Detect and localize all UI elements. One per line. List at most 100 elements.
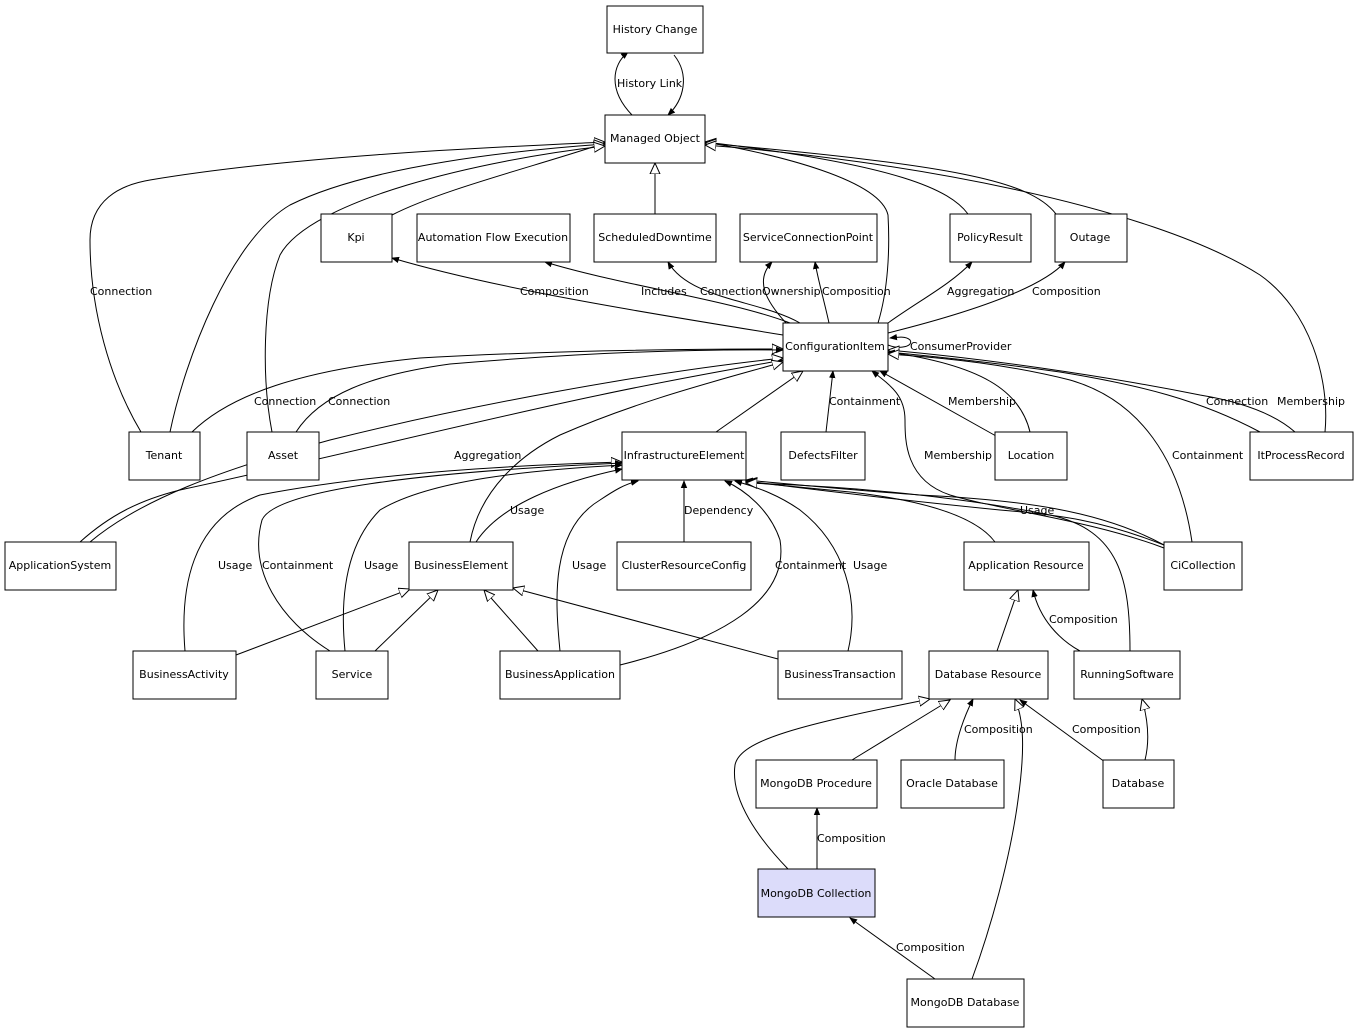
node-configuration-item[interactable]: ConfigurationItem bbox=[782, 322, 889, 372]
node-mongodb-procedure[interactable]: MongoDB Procedure bbox=[755, 759, 878, 809]
edge-tenant-managedobject-2 bbox=[169, 144, 605, 433]
edge-ci-scp-composition bbox=[812, 261, 830, 324]
edge-label: Containment bbox=[262, 559, 334, 572]
node-outage[interactable]: Outage bbox=[1054, 213, 1128, 263]
edge-bapp-be bbox=[484, 590, 539, 652]
edge-asset-ci bbox=[295, 346, 784, 433]
edge-label: Membership bbox=[924, 449, 992, 462]
node-label: Kpi bbox=[347, 231, 364, 244]
node-infrastructure-element[interactable]: InfrastructureElement bbox=[621, 431, 747, 481]
node-business-element[interactable]: BusinessElement bbox=[408, 541, 514, 591]
edge-policy-managedobject bbox=[705, 142, 969, 215]
node-asset[interactable]: Asset bbox=[246, 431, 320, 481]
node-business-transaction[interactable]: BusinessTransaction bbox=[777, 650, 903, 700]
node-label: Tenant bbox=[145, 449, 183, 462]
edge-businesselement-ci bbox=[469, 362, 783, 543]
node-cluster-resource-config[interactable]: ClusterResourceConfig bbox=[616, 541, 752, 591]
node-running-software[interactable]: RunningSoftware bbox=[1073, 650, 1181, 700]
edge-label: Connection bbox=[328, 395, 390, 408]
node-mongodb-collection[interactable]: MongoDB Collection bbox=[757, 868, 876, 918]
edge-defects-ci bbox=[825, 370, 836, 433]
edge-tenant-managedobject bbox=[89, 142, 605, 433]
edge-label: Ownership bbox=[762, 285, 821, 298]
node-tenant[interactable]: Tenant bbox=[128, 431, 201, 481]
node-kpi[interactable]: Kpi bbox=[320, 213, 393, 263]
node-label: Automation Flow Execution bbox=[418, 231, 568, 244]
edge-label: Connection bbox=[700, 285, 762, 298]
node-mongodb-database[interactable]: MongoDB Database bbox=[906, 978, 1025, 1028]
node-label: Database bbox=[1112, 777, 1165, 790]
edge-ci-afe bbox=[544, 260, 791, 324]
node-application-system[interactable]: ApplicationSystem bbox=[4, 541, 117, 591]
edge-database-running bbox=[1142, 699, 1148, 761]
node-scheduled-downtime[interactable]: ScheduledDowntime bbox=[593, 213, 717, 263]
edge-label: Composition bbox=[520, 285, 589, 298]
edge-label: Membership bbox=[948, 395, 1016, 408]
edge-itprocess-ci-2 bbox=[887, 349, 1261, 433]
node-oracle-database[interactable]: Oracle Database bbox=[900, 759, 1005, 809]
node-label: CiCollection bbox=[1170, 559, 1235, 572]
edge-label: Dependency bbox=[684, 504, 754, 517]
edge-appsystem-ci-2 bbox=[89, 358, 783, 543]
node-label: InfrastructureElement bbox=[624, 449, 745, 462]
edge-appsystem-ci bbox=[79, 358, 784, 543]
edge-outage-managedobject bbox=[705, 143, 1057, 215]
edge-service-be bbox=[374, 590, 438, 652]
edge-label: Usage bbox=[853, 559, 888, 572]
edge-mdb-collection bbox=[849, 917, 936, 980]
node-location[interactable]: Location bbox=[994, 431, 1068, 481]
edge-label: Usage bbox=[510, 504, 545, 517]
node-ci-collection[interactable]: CiCollection bbox=[1163, 541, 1243, 591]
node-label: ItProcessRecord bbox=[1257, 449, 1344, 462]
edge-running-ar bbox=[1031, 589, 1081, 652]
node-label: BusinessElement bbox=[414, 559, 509, 572]
edge-ba-ie bbox=[183, 462, 622, 652]
edge-label: Composition bbox=[817, 832, 886, 845]
node-label: MongoDB Collection bbox=[761, 887, 872, 900]
node-label: Managed Object bbox=[610, 132, 701, 145]
node-label: BusinessActivity bbox=[139, 668, 229, 681]
node-label: ClusterResourceConfig bbox=[622, 559, 747, 572]
node-managed-object[interactable]: Managed Object bbox=[604, 114, 706, 164]
node-history-change[interactable]: History Change bbox=[606, 5, 704, 54]
node-label: Outage bbox=[1070, 231, 1111, 244]
edge-label: Composition bbox=[1032, 285, 1101, 298]
edge-label: Aggregation bbox=[947, 285, 1014, 298]
edge-ci-outage bbox=[887, 261, 1066, 334]
node-policy-result[interactable]: PolicyResult bbox=[949, 213, 1032, 263]
node-business-application[interactable]: BusinessApplication bbox=[499, 650, 621, 700]
node-label: PolicyResult bbox=[957, 231, 1023, 244]
edge-label: Composition bbox=[896, 941, 965, 954]
edge-label: Composition bbox=[1072, 723, 1141, 736]
edge-service-ie-containment bbox=[258, 460, 623, 652]
edge-be-ie bbox=[475, 467, 623, 543]
node-label: ApplicationSystem bbox=[9, 559, 111, 572]
edge-itprocess-managedobject bbox=[705, 145, 1327, 433]
node-label: Location bbox=[1008, 449, 1055, 462]
edge-label: History Link bbox=[617, 77, 683, 90]
edge-service-ie-usage bbox=[342, 462, 623, 652]
edge-ci-managedobject bbox=[705, 142, 890, 324]
node-it-process-record[interactable]: ItProcessRecord bbox=[1249, 431, 1354, 481]
edge-ci-sd bbox=[667, 261, 801, 324]
node-label: ServiceConnectionPoint bbox=[743, 231, 874, 244]
edge-btrans-ie-usage bbox=[734, 479, 853, 652]
edge-asset-managedobject bbox=[264, 146, 605, 433]
node-database[interactable]: Database bbox=[1102, 759, 1175, 809]
edge-kpi-managedobject bbox=[391, 143, 605, 216]
node-application-resource[interactable]: Application Resource bbox=[963, 541, 1090, 591]
node-service-connection-point[interactable]: ServiceConnectionPoint bbox=[739, 213, 878, 263]
node-database-resource[interactable]: Database Resource bbox=[928, 650, 1049, 700]
edge-cicollection-ie-usage bbox=[745, 477, 1165, 546]
node-business-activity[interactable]: BusinessActivity bbox=[132, 650, 237, 700]
node-defects-filter[interactable]: DefectsFilter bbox=[780, 431, 866, 481]
node-service[interactable]: Service bbox=[315, 650, 389, 700]
node-label: BusinessApplication bbox=[505, 668, 615, 681]
edge-label: Connection bbox=[90, 285, 152, 298]
edge-oracle-dbr bbox=[954, 698, 974, 761]
edge-bapp-ie-containment bbox=[619, 480, 782, 666]
node-automation-flow-execution[interactable]: Automation Flow Execution bbox=[416, 213, 571, 263]
edge-label: Composition bbox=[822, 285, 891, 298]
node-label: Database Resource bbox=[935, 668, 1042, 681]
